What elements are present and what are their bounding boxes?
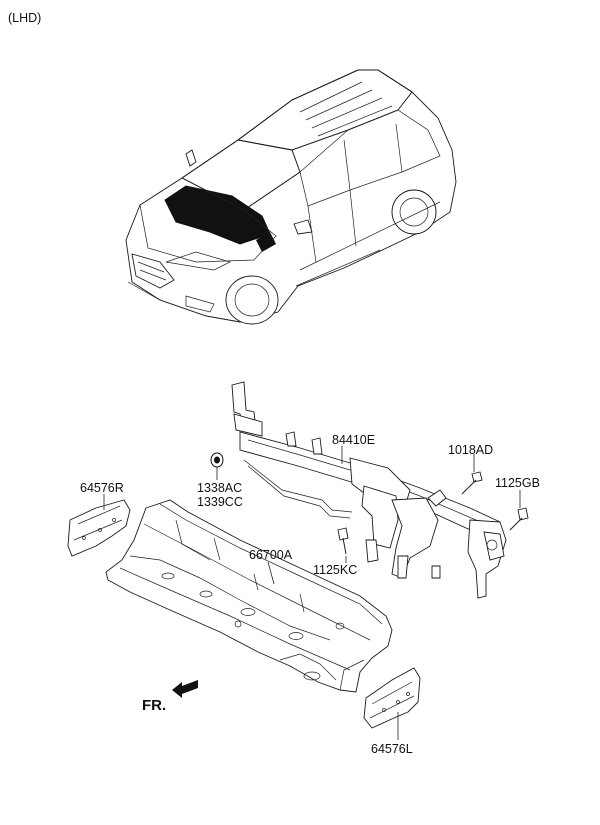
label-1125gb: 1125GB — [495, 476, 540, 490]
grommet — [210, 452, 224, 468]
label-64576l: 64576L — [371, 742, 413, 756]
label-84410e: 84410E — [332, 433, 375, 447]
bolt-1018ad-icon — [461, 471, 483, 495]
insulator-left — [363, 667, 421, 729]
vehicle-illustration — [125, 69, 457, 325]
cowl-panel — [105, 499, 393, 693]
leader-lines — [103, 446, 521, 740]
front-direction-indicator: FR. — [142, 680, 198, 714]
arrow-icon — [172, 680, 198, 698]
label-1125kc: 1125KC — [313, 563, 357, 577]
insulator-right — [67, 499, 131, 557]
label-66700a: 66700A — [249, 548, 293, 562]
variant-label: (LHD) — [8, 11, 41, 25]
label-64576r: 64576R — [80, 481, 124, 495]
label-1339cc: 1339CC — [197, 495, 243, 509]
cowl-cross-member — [231, 381, 507, 599]
bolt-1125gb-icon — [509, 507, 529, 531]
bolt-1125kc-icon — [337, 527, 349, 555]
label-1338ac: 1338AC — [197, 481, 242, 495]
label-1018ad: 1018AD — [448, 443, 493, 457]
front-label: FR. — [142, 697, 166, 714]
